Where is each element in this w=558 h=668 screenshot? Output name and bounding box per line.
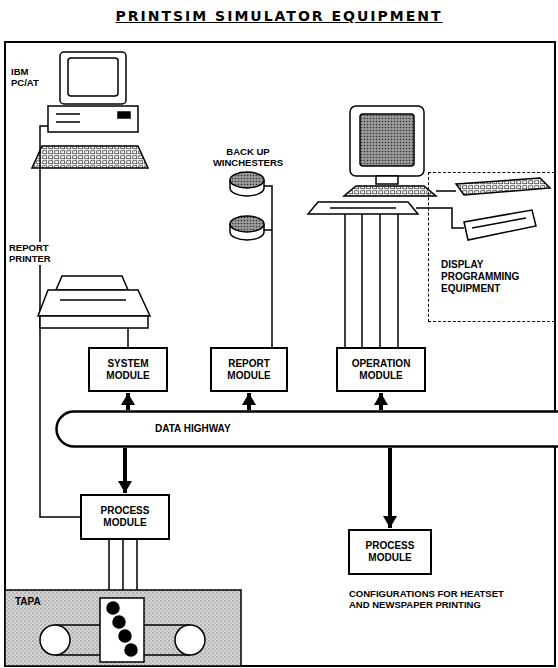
press-area: TAPA — [5, 590, 241, 666]
connector-line — [247, 393, 251, 410]
printer-body — [38, 290, 150, 316]
disk-cable — [264, 186, 272, 347]
press-ground — [5, 590, 241, 666]
tapa-press — [5, 590, 241, 666]
connector-line — [126, 393, 130, 410]
connector-line — [123, 448, 127, 493]
data-arrow — [381, 393, 382, 410]
callout-label: CONFIGURATIONS FOR HEATSET AND NEWSPAPER… — [348, 588, 522, 611]
process-box: PROCESS MODULE — [348, 529, 432, 575]
process-box: PROCESS MODULE — [80, 494, 170, 540]
node-text: PROCESS MODULE — [85, 505, 165, 529]
printer-slot — [60, 299, 126, 301]
node-text: PROCESS MODULE — [353, 540, 427, 564]
print-unit — [100, 598, 144, 662]
module-box: SYSTEM MODULE — [88, 347, 168, 392]
band-outline — [55, 410, 558, 448]
connector-line — [379, 393, 383, 410]
console-monitor — [350, 106, 424, 176]
printer-paper — [56, 276, 128, 290]
console-desk — [308, 202, 418, 214]
printer-illustration — [38, 276, 150, 328]
desk-line — [330, 207, 396, 209]
display-panels — [456, 178, 550, 240]
node-text: REPORT MODULE — [215, 358, 283, 382]
data-arrow — [390, 448, 391, 528]
data-highway-band: DATA HIGHWAY — [55, 410, 558, 448]
display-cable — [416, 191, 464, 228]
link-lines — [109, 540, 137, 590]
winchester-disks — [230, 172, 264, 240]
programming-panel — [464, 210, 536, 240]
connector-line — [108, 540, 110, 590]
module-box: REPORT MODULE — [210, 347, 288, 392]
module-box: OPERATION MODULE — [336, 347, 426, 392]
cylinder — [125, 644, 137, 656]
console-screen — [360, 114, 414, 166]
node-text: TAPA — [15, 596, 41, 608]
connector-line — [388, 448, 392, 528]
data-arrow — [249, 393, 250, 410]
disk-top — [230, 172, 264, 188]
drive-slot — [56, 113, 80, 115]
diagram-title: PRINTSIM SIMULATOR EQUIPMENT — [0, 8, 558, 24]
roller — [40, 625, 70, 655]
printer-base — [40, 316, 148, 328]
connector-line — [136, 540, 138, 590]
panel-line — [472, 218, 526, 228]
indicator — [118, 112, 130, 118]
printer-cable — [127, 328, 129, 347]
callout-label: BACK UP WINCHESTERS — [196, 146, 300, 169]
equipment-group: DISPLAY PROGRAMMING EQUIPMENT — [428, 172, 555, 322]
system-unit — [48, 106, 138, 132]
cylinder — [107, 602, 119, 614]
roller — [175, 625, 205, 655]
console-keyboard — [344, 186, 436, 196]
band-path — [57, 412, 558, 447]
keyboard — [32, 146, 148, 168]
console-cable — [345, 214, 398, 347]
data-arrow — [125, 448, 126, 493]
monitor-stand — [376, 176, 398, 184]
frame — [5, 42, 555, 666]
connector-line — [122, 540, 124, 590]
data-arrow — [128, 393, 129, 410]
node-text: OPERATION MODULE — [341, 358, 421, 382]
node-text: DATA HIGHWAY — [155, 423, 231, 435]
drive-slot — [56, 121, 80, 123]
operator-console — [308, 106, 436, 214]
monitor — [60, 52, 126, 104]
node-text: SYSTEM MODULE — [93, 358, 163, 382]
programming-panel — [456, 178, 550, 195]
disk-top — [230, 216, 264, 232]
node-text: DISPLAY PROGRAMMING EQUIPMENT — [441, 259, 541, 295]
cylinder — [113, 616, 125, 628]
monitor-screen — [68, 58, 118, 96]
callout-label: REPORT PRINTER — [8, 242, 80, 265]
callout-label: IBM PC/AT — [10, 66, 52, 89]
cylinder — [119, 630, 131, 642]
